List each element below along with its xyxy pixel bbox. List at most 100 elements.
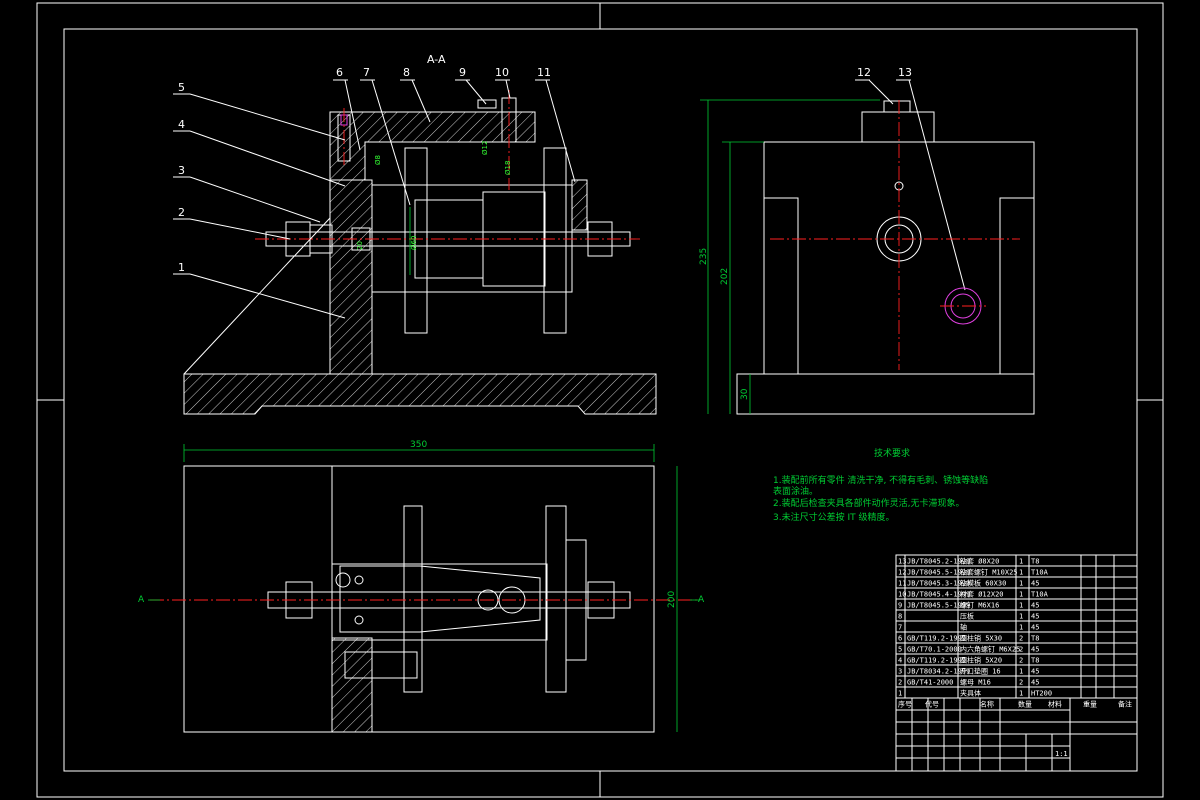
bom-cell-name: 螺母 M16: [960, 678, 991, 687]
bom-cell-qty: 2: [1019, 635, 1023, 643]
bom-cell-std: JB/T8034.2-1999: [907, 668, 970, 676]
bom-cell-std: GB/T119.2-1999: [907, 635, 966, 643]
bom-cell-qty: 1: [1019, 668, 1023, 676]
callout-8: 8: [403, 66, 410, 79]
side-view: 235 202 30: [699, 99, 1035, 415]
bom-header-no: 序号: [898, 700, 912, 709]
bom-header-weight: 重量: [1083, 701, 1097, 709]
dim-dia20: 20: [356, 241, 364, 250]
bom-cell-no: 12: [898, 569, 906, 577]
dim-350: 350: [410, 440, 427, 450]
callout-2: 2: [178, 206, 185, 219]
bom-cell-qty: 2: [1019, 657, 1023, 665]
bom-cell-mat: 45: [1031, 679, 1039, 687]
bom-cell-std: JB/T8045.5-1999: [907, 602, 970, 610]
top-view: 350 200 A A: [138, 440, 705, 733]
bom-cell-no: 1: [898, 690, 902, 698]
bom-cell-name: 衬套 Ø12X20: [960, 590, 1004, 599]
callout-9: 9: [459, 66, 466, 79]
dim-dia8: Ø8: [374, 155, 382, 165]
bom-cell-no: 5: [898, 646, 902, 654]
callout-12: 12: [857, 66, 871, 79]
bom-cell-qty: 1: [1019, 624, 1023, 632]
notes-line2: 2.装配后检查夹具各部件动作灵活,无卡滞现象。: [773, 497, 964, 509]
bom-cell-qty: 2: [1019, 646, 1023, 654]
callout-13: 13: [898, 66, 912, 79]
bom-cell-mat: 45: [1031, 624, 1039, 632]
bom-cell-name: 夹具体: [960, 689, 981, 698]
callout-11: 11: [537, 66, 551, 79]
bom-cell-no: 7: [898, 624, 902, 632]
section-view-aa: A-A Ø60 20 Ø12 Ø18: [183, 53, 657, 415]
bom-cell-no: 10: [898, 591, 906, 599]
bom-cell-qty: 2: [1019, 679, 1023, 687]
bom-cell-mat: HT200: [1031, 690, 1052, 698]
callout-numbers: 5 4 3 2 1 6 7 8 9 10 11 12 13: [178, 66, 912, 274]
bom-cell-std: JB/T8045.4-1999: [907, 591, 970, 599]
bom-cell-mat: 45: [1031, 580, 1039, 588]
bom-cell-std: GB/T41-2000: [907, 679, 953, 687]
callout-10: 10: [495, 66, 509, 79]
dim-235: 235: [699, 248, 709, 265]
bom-header-mat: 材料: [1048, 700, 1062, 709]
bom-header-std: 代号: [925, 700, 939, 709]
bom-cell-mat: T8: [1031, 657, 1039, 665]
bom-cell-mat: 45: [1031, 668, 1039, 676]
notes-line1: 1.装配前所有零件 清洗干净, 不得有毛刺、锈蚀等缺陷: [773, 474, 988, 486]
notes-title: 技术要求: [874, 447, 910, 459]
dim-30: 30: [740, 388, 750, 400]
bom-cell-std: JB/T8045.3-1999: [907, 580, 970, 588]
marker-a-left: A: [138, 595, 145, 605]
bom-cell-no: 3: [898, 668, 902, 676]
bom-cell-mat: 45: [1031, 602, 1039, 610]
bom-header-note: 备注: [1118, 700, 1132, 709]
bom-cell-name: 压板: [960, 612, 974, 621]
bom-cell-qty: 1: [1019, 613, 1023, 621]
bom-cell-no: 11: [898, 580, 906, 588]
callout-4: 4: [178, 118, 185, 131]
bom-cell-name: 内六角螺钉 M6X25: [960, 645, 1020, 654]
bom-cell-no: 2: [898, 679, 902, 687]
bom-cell-mat: T10A: [1031, 569, 1049, 577]
bom-cell-std: GB/T119.2-1999: [907, 657, 966, 665]
dim-200: 200: [667, 591, 677, 608]
dim-202: 202: [720, 268, 730, 285]
callout-7: 7: [363, 66, 370, 79]
bom-cell-name: 螺钉 M6X16: [960, 601, 999, 610]
bom-cell-name: 开口垫圈 16: [960, 667, 1001, 676]
bom-cell-name: 圆柱销 5X20: [960, 656, 1002, 665]
bom-cell-name: 钻模板 60X30: [960, 579, 1006, 588]
bom-header-qty: 数量: [1018, 700, 1032, 709]
bom-cell-no: 8: [898, 613, 902, 621]
bom-cell-qty: 1: [1019, 580, 1023, 588]
bom-cell-name: 钻套 Ø8X20: [960, 557, 999, 566]
marker-a-right: A: [698, 595, 705, 605]
bom-cell-mat: 45: [1031, 613, 1039, 621]
bom-cell-qty: 1: [1019, 558, 1023, 566]
bom-cell-qty: 1: [1019, 690, 1023, 698]
bom-cell-no: 6: [898, 635, 902, 643]
bom-cell-std: GB/T70.1-2000: [907, 646, 962, 654]
dim-dia18: Ø18: [504, 161, 512, 175]
callout-6: 6: [336, 66, 343, 79]
bom-cell-no: 4: [898, 657, 902, 665]
bom-cell-qty: 1: [1019, 591, 1023, 599]
section-label: A-A: [427, 53, 446, 66]
bom-cell-qty: 1: [1019, 602, 1023, 610]
bom-cell-name: 圆柱销 5X30: [960, 634, 1002, 643]
callout-1: 1: [178, 261, 185, 274]
callout-leaders: [173, 79, 966, 375]
sheet-border: [36, 2, 1164, 798]
bom-cell-mat: T8: [1031, 558, 1039, 566]
callout-5: 5: [178, 81, 185, 94]
sheet-scale: 1:1: [1055, 750, 1068, 758]
callout-3: 3: [178, 164, 185, 177]
notes-line1b: 表面涂油。: [773, 485, 818, 497]
technical-notes: 技术要求 1.装配前所有零件 清洗干净, 不得有毛刺、锈蚀等缺陷 表面涂油。 2…: [773, 447, 988, 523]
bom-cell-no: 13: [898, 558, 906, 566]
dim-dia12: Ø12: [481, 141, 489, 155]
dim-dia60: Ø60: [410, 236, 418, 250]
bom-cell-std: JB/T8045.5-1999: [907, 569, 970, 577]
